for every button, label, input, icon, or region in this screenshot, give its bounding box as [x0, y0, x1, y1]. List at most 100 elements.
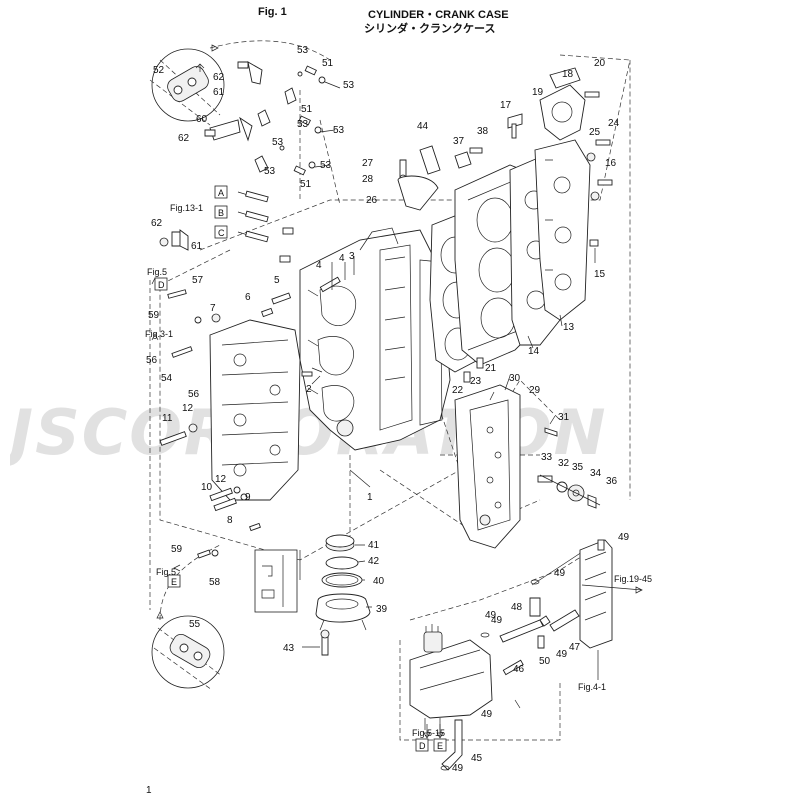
- bolt-set-abc: [159, 190, 269, 251]
- callout: 49: [556, 649, 568, 660]
- callout: 49: [485, 610, 497, 621]
- callout: 16: [605, 158, 617, 169]
- callout: 60: [196, 114, 208, 125]
- callout: 3: [349, 251, 355, 262]
- callout: 45: [471, 753, 483, 764]
- box-letter-d-bottom: D: [419, 741, 426, 751]
- callout: 39: [376, 604, 388, 615]
- callout: 6: [245, 292, 251, 303]
- box-letter-d-top: D: [158, 280, 165, 290]
- seal-detail-inset: [254, 549, 298, 613]
- callout: 53: [343, 80, 355, 91]
- callout: 31: [558, 412, 570, 423]
- bracket-parts-upper: [204, 61, 341, 176]
- exhaust-cover: [454, 384, 521, 549]
- callout: 53: [272, 137, 284, 148]
- callout: 8: [227, 515, 233, 526]
- callout: 38: [477, 126, 489, 137]
- figure-number: Fig. 1: [258, 6, 287, 18]
- callout: 51: [301, 104, 313, 115]
- callout: 2: [306, 384, 312, 395]
- callout: 4: [339, 253, 345, 264]
- callout: 56: [146, 355, 158, 366]
- callout: 49: [554, 568, 566, 579]
- callout: 51: [300, 179, 312, 190]
- callout: 49: [481, 709, 493, 720]
- ref-fig-19-45: Fig.19-45: [614, 574, 652, 584]
- callout: 43: [283, 643, 295, 654]
- detail-circle-52: [149, 48, 225, 126]
- index-letter-boxes: A B C D E D E: [154, 185, 447, 752]
- callout: 37: [453, 136, 465, 147]
- callout: 48: [511, 602, 523, 613]
- crankcase: [209, 319, 301, 501]
- callout: 17: [500, 100, 512, 111]
- callout: 18: [562, 69, 574, 80]
- callout: 22: [452, 385, 464, 396]
- callout: 13: [563, 322, 575, 333]
- callout: 47: [569, 642, 581, 653]
- fasteners-misc: [159, 91, 613, 676]
- callout: 49: [452, 763, 464, 774]
- callout: 55: [189, 619, 201, 630]
- ref-fig-4-1: Fig.4-1: [578, 682, 606, 692]
- callout: 32: [558, 458, 570, 469]
- callout: 33: [541, 452, 553, 463]
- callout: 40: [373, 576, 385, 587]
- callout: 59: [171, 544, 183, 555]
- figure-references: Fig.13-1 Fig.5 Fig.3-1 Fig.5 Fig.19-45 F…: [145, 203, 652, 738]
- callout: 53: [264, 166, 276, 177]
- callout: 9: [245, 492, 251, 503]
- callout: 54: [161, 373, 173, 384]
- callout: 58: [209, 577, 221, 588]
- detail-circle-55: [151, 615, 225, 691]
- callout: 49: [618, 532, 630, 543]
- page-number: 1: [146, 785, 152, 796]
- callout: 53: [333, 125, 345, 136]
- box-letter-a: A: [218, 188, 224, 198]
- callout: 36: [606, 476, 618, 487]
- callout: 12: [182, 403, 194, 414]
- callout: 26: [366, 195, 378, 206]
- box-letter-e-bottom: E: [437, 741, 443, 751]
- callout: 30: [509, 373, 521, 384]
- box-letter-c: C: [218, 228, 225, 238]
- callout: 56: [188, 389, 200, 400]
- ref-fig-13-1: Fig.13-1: [170, 203, 203, 213]
- box-letter-b: B: [218, 208, 224, 218]
- callout: 50: [539, 656, 551, 667]
- callout: 62: [178, 133, 190, 144]
- callout: 34: [590, 468, 602, 479]
- ref-fig-5-bottom: Fig.5: [156, 567, 176, 577]
- callout: 27: [362, 158, 374, 169]
- callout: 62: [213, 72, 225, 83]
- callout: 4: [316, 260, 322, 271]
- pressure-valve-parts: [537, 427, 601, 509]
- callout: 35: [572, 462, 584, 473]
- water-hose-assembly: [440, 551, 583, 771]
- callout: 1: [367, 492, 373, 503]
- callout: 61: [191, 241, 203, 252]
- callout: 10: [201, 482, 213, 493]
- callout: 49: [491, 615, 503, 626]
- thermostat-cover: [539, 67, 586, 141]
- water-tube-panel: [579, 539, 613, 649]
- callout: 15: [594, 269, 606, 280]
- box-letter-e-left: E: [171, 577, 177, 587]
- callout: 23: [470, 376, 482, 387]
- callout: 28: [362, 174, 374, 185]
- ref-fig-5-15: Fig.5-15: [412, 728, 445, 738]
- callout: 53: [297, 119, 309, 130]
- callout: 53: [320, 160, 332, 171]
- callout: 61: [213, 87, 225, 98]
- callout: 41: [368, 540, 380, 551]
- page-title: CYLINDER・CRANK CASE: [368, 9, 509, 21]
- callout: 5: [274, 275, 280, 286]
- callout: 53: [297, 45, 309, 56]
- callout: 57: [192, 275, 204, 286]
- callout: 52: [153, 65, 165, 76]
- callout: 21: [485, 363, 497, 374]
- callout: 20: [594, 58, 606, 69]
- callout: 29: [529, 385, 541, 396]
